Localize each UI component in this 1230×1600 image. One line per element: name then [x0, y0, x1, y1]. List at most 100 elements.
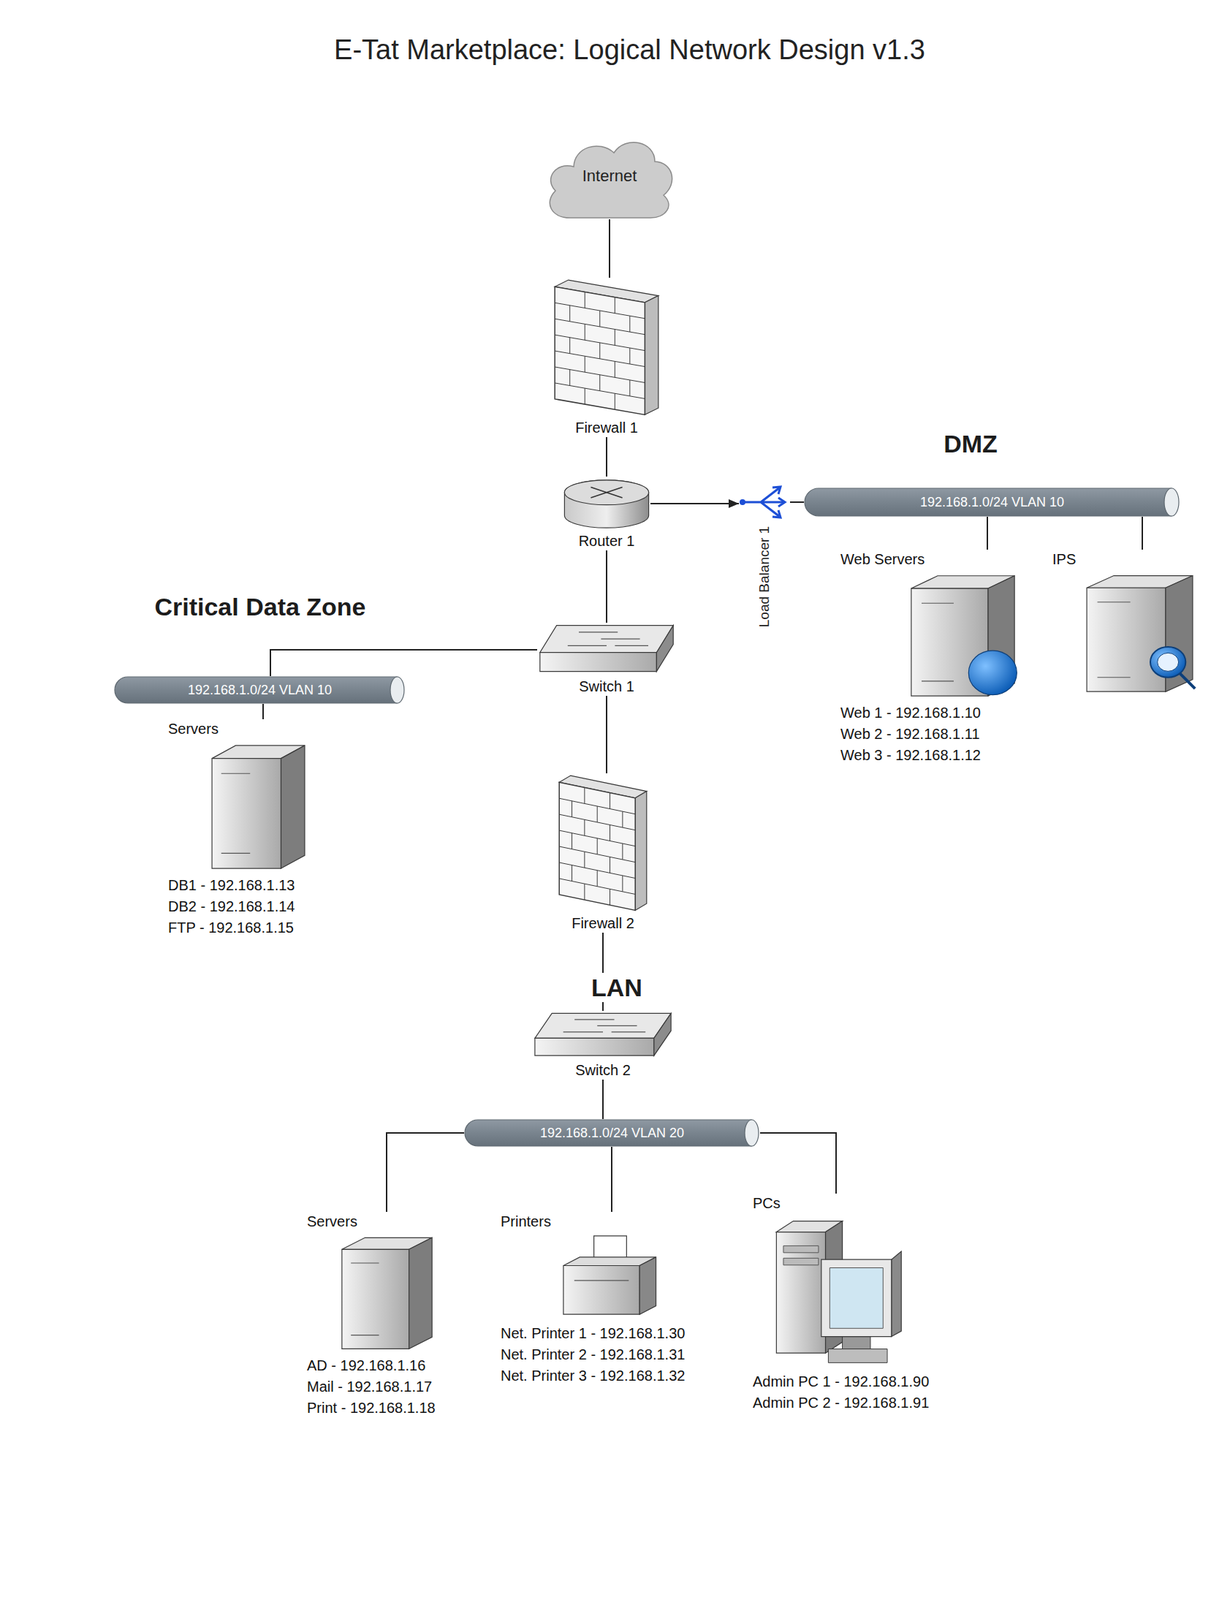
- rotated-label-holder: Load Balancer 1: [738, 521, 791, 633]
- network-link: [790, 501, 804, 503]
- icon-part: [614, 645, 649, 647]
- node-label: Firewall 2: [571, 913, 635, 933]
- diagram-title: E-Tat Marketplace: Logical Network Desig…: [320, 32, 939, 67]
- network-link: [386, 1132, 465, 1212]
- node-label: Firewall 1: [575, 418, 639, 438]
- address-text: Print - 192.168.1.18: [306, 1397, 436, 1419]
- icon-part: [584, 355, 586, 372]
- icon-part: [409, 1237, 433, 1349]
- address-text: DB2 - 192.168.1.14: [168, 896, 295, 918]
- icon-part: [584, 291, 586, 308]
- icon-part: [583, 851, 585, 868]
- cloud-outline: [549, 142, 672, 218]
- ips-picture: [1080, 571, 1199, 694]
- icon-part: [609, 856, 611, 873]
- icon-part: [569, 369, 571, 386]
- network-link: [1141, 516, 1144, 550]
- admin-pcs: PCsAdmin PC 1 - 192.168.1.90Admin PC 2 -…: [752, 1193, 929, 1414]
- pipe-end: [744, 1119, 759, 1146]
- icon-part: [584, 388, 586, 405]
- icon-part: [221, 852, 250, 854]
- critical-data-zone: Critical Data Zone192.168.1.0/24 VLAN 10…: [18, 624, 503, 952]
- icon-part: [554, 286, 645, 415]
- network-link: [986, 516, 989, 550]
- icon-part: [654, 1012, 671, 1056]
- icon-part: [578, 631, 618, 633]
- web-servers: Web ServersWeb 1 - 192.168.1.10Web 2 - 1…: [840, 549, 1021, 766]
- icon-part: [776, 1232, 826, 1354]
- icon-part: [590, 487, 622, 499]
- address-text: Web 2 - 192.168.1.11: [840, 723, 981, 745]
- icon-part: [635, 791, 647, 911]
- icon-part: [621, 875, 623, 892]
- pc-icon: [776, 1221, 902, 1364]
- address-text: DB1 - 192.168.1.13: [168, 874, 295, 897]
- node-label: Switch 1: [578, 676, 635, 696]
- icon-part: [611, 1031, 647, 1032]
- address-text: Web 1 - 192.168.1.10: [840, 702, 981, 724]
- icon-part: [559, 781, 636, 910]
- icon-part: [772, 486, 785, 518]
- zone-heading-holder: LAN: [237, 972, 997, 1005]
- vlan-label: 192.168.1.0/24 VLAN 10: [920, 494, 1065, 511]
- zone-heading-holder: Critical Data Zone: [18, 591, 503, 625]
- icon-part: [1150, 646, 1186, 678]
- pipe-end: [1164, 488, 1179, 516]
- zone-heading: DMZ: [939, 429, 1002, 459]
- firewall: Firewall 1: [550, 277, 663, 438]
- icon-part: [597, 838, 598, 855]
- icon-part: [599, 310, 601, 327]
- address-text: FTP - 192.168.1.15: [168, 917, 294, 939]
- vlan-band: 192.168.1.0/24 VLAN 10: [114, 676, 406, 704]
- node-label: IPS: [1052, 549, 1076, 569]
- icon-part: [921, 602, 954, 604]
- firewall-icon: [554, 279, 659, 415]
- lan-zone: LANSwitch 2192.168.1.0/24 VLAN 20Servers…: [237, 1004, 997, 1494]
- icon-part: [342, 1249, 410, 1349]
- icon-part: [569, 305, 571, 322]
- icon-part: [563, 1265, 640, 1315]
- printer-picture: [552, 1233, 662, 1319]
- icon-part: [211, 758, 281, 869]
- vlan-band: 192.168.1.0/24 VLAN 10: [803, 487, 1181, 517]
- pipe-body: [804, 488, 1172, 516]
- node-label: Servers: [306, 1211, 358, 1231]
- node-label: Servers: [168, 719, 219, 739]
- database-servers: ServersDB1 - 192.168.1.13DB2 - 192.168.1…: [168, 719, 310, 939]
- icon-part: [783, 1257, 819, 1265]
- network-link: [602, 1079, 604, 1119]
- icon-part: [1097, 676, 1131, 678]
- icon-part: [564, 480, 649, 528]
- router: Router 1: [562, 476, 651, 551]
- pipe-body: [464, 1119, 753, 1146]
- icon-part: [614, 361, 616, 378]
- address-text: Net. Printer 2 - 192.168.1.31: [500, 1344, 685, 1366]
- icon-part: [574, 1018, 614, 1020]
- icon-part: [829, 1268, 883, 1329]
- icon-part: [567, 645, 607, 647]
- internet-cloud: Internet: [540, 132, 679, 220]
- icon-part: [571, 800, 573, 818]
- icon-part: [891, 1251, 902, 1337]
- icon-part: [597, 806, 598, 823]
- ips-server: IPS: [1052, 549, 1199, 698]
- icon-part: [629, 380, 630, 397]
- icon-part: [600, 638, 640, 640]
- icon-part: [629, 315, 630, 332]
- router-icon: [564, 480, 649, 528]
- firewall-icon: [559, 775, 647, 910]
- node-label: Load Balancer 1: [756, 526, 773, 628]
- network-link: [262, 703, 264, 720]
- icon-part: [583, 883, 585, 900]
- firewall-picture: [555, 773, 651, 914]
- node-label: Web Servers: [840, 549, 925, 569]
- icon-part: [221, 773, 250, 774]
- icon-part: [574, 1279, 630, 1281]
- ips-icon: [1086, 575, 1195, 693]
- network-link: [605, 550, 608, 623]
- lb-icon: [739, 486, 785, 518]
- icon-part: [571, 865, 573, 882]
- icon-part: [609, 825, 611, 842]
- switch: Switch 2: [532, 1010, 674, 1080]
- vlan-band: 192.168.1.0/24 VLAN 20: [464, 1118, 761, 1147]
